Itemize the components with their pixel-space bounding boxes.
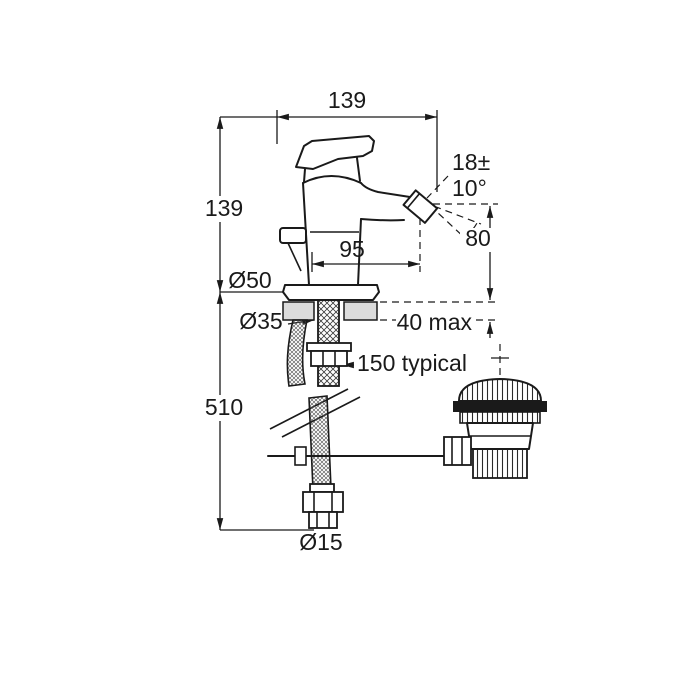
flexible-hose-lower bbox=[308, 395, 332, 491]
label-bg-deck-max bbox=[396, 312, 476, 334]
label-angle-value: 18± bbox=[452, 149, 490, 175]
base-escutcheon bbox=[282, 284, 380, 301]
label-spout-reach: 95 bbox=[339, 236, 365, 262]
waste-plug-dome bbox=[457, 377, 543, 402]
label-supply-height: 510 bbox=[205, 394, 243, 420]
leader-line-angle bbox=[426, 175, 449, 199]
faucet-body-right-edge bbox=[357, 218, 362, 286]
label-top-width: 139 bbox=[328, 87, 366, 113]
label-bg-body-height bbox=[200, 196, 248, 222]
compression-nut-lower bbox=[308, 511, 338, 529]
compression-nut-upper bbox=[302, 491, 344, 513]
mounting-deck-right bbox=[343, 301, 378, 321]
faucet bbox=[279, 135, 439, 301]
label-bg-supply-height bbox=[201, 395, 249, 421]
faucet-lever-handle bbox=[295, 135, 375, 170]
label-base-diameter: Ø50 bbox=[228, 267, 271, 293]
mounting-nut bbox=[310, 350, 348, 367]
faucet-spout-top bbox=[360, 182, 411, 198]
label-deck-max: 40 max bbox=[397, 309, 473, 335]
label-hole-diameter: Ø35 bbox=[239, 308, 282, 334]
mounting-washer bbox=[306, 342, 352, 352]
popup-control-knob bbox=[279, 227, 307, 244]
dimension-labels: 139 139 18± 10° 80 95 Ø50 Ø35 40 max 150… bbox=[200, 87, 496, 555]
popup-waste-assembly bbox=[443, 377, 547, 479]
spout-aerator bbox=[402, 189, 439, 224]
aerator-face-line bbox=[406, 193, 421, 209]
waste-pivot-nut bbox=[443, 436, 472, 466]
faucet-spout-bottom bbox=[360, 218, 405, 222]
label-hose-typical: 150 typical bbox=[357, 350, 467, 376]
flexible-hose-upper bbox=[286, 319, 308, 387]
waste-flange bbox=[453, 401, 547, 412]
faucet-neck-right bbox=[356, 157, 361, 182]
label-outlet-height: 80 bbox=[465, 225, 491, 251]
popup-rod-diagonal bbox=[287, 242, 302, 272]
angle-axis-line-2 bbox=[422, 201, 482, 225]
waste-threaded-tail bbox=[472, 448, 528, 479]
installation-section bbox=[267, 299, 453, 529]
rod-clamp bbox=[294, 446, 307, 466]
supply-collar bbox=[309, 483, 335, 493]
label-pipe-diameter: Ø15 bbox=[299, 529, 342, 555]
waste-knurl-band bbox=[459, 411, 541, 424]
label-angle-unit: 10° bbox=[452, 175, 487, 201]
label-bg-outlet-height bbox=[460, 228, 496, 252]
faucet-neck-left bbox=[303, 168, 306, 183]
aerator-outline bbox=[402, 189, 439, 224]
mounting-deck-left bbox=[282, 301, 315, 321]
label-body-height: 139 bbox=[205, 195, 243, 221]
faucet-cartridge-dome bbox=[302, 175, 362, 184]
